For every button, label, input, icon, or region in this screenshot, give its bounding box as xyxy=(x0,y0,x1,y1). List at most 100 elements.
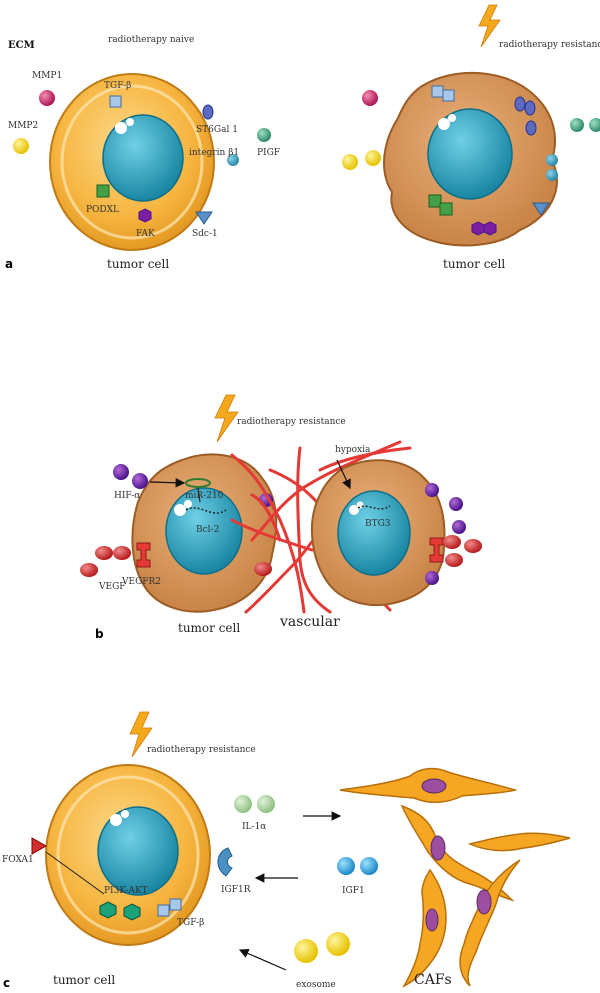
mmp2-label: MMP2 xyxy=(8,121,38,131)
radiotherapy-resistance-label-c: radiotherapy resistance xyxy=(147,745,256,755)
exosome-molecule xyxy=(294,939,318,963)
vegf-molecule xyxy=(464,539,482,553)
podxl-square xyxy=(96,184,110,198)
mmp2-molecule xyxy=(342,154,358,170)
igf1-molecule xyxy=(360,857,378,875)
cafs-label: CAFs xyxy=(414,972,452,988)
vegf-label: VEGF xyxy=(98,582,126,592)
panel-c: radiotherapy resistance FOXA1 PI3K-AKT T… xyxy=(2,711,571,990)
panel-b: radiotherapy resistance miR-210 Bcl-2 HI… xyxy=(80,394,482,641)
vegfr2-label: VEGFR2 xyxy=(121,577,161,587)
tumor-cell-label-c: tumor cell xyxy=(53,973,115,987)
st6gal1-molecule xyxy=(524,100,536,116)
integrin-molecule xyxy=(546,169,558,181)
hypoxia-label: hypoxia xyxy=(335,445,371,455)
vegf-molecule xyxy=(445,553,463,567)
vegf-molecule xyxy=(254,562,272,576)
sdc1-triangle xyxy=(532,202,550,216)
integrin-molecule xyxy=(227,154,239,166)
tgf-beta-square xyxy=(169,898,182,911)
cafs-cluster xyxy=(339,767,571,988)
mmp2-molecule xyxy=(365,150,381,166)
mmp1-label: MMP1 xyxy=(32,71,62,81)
panel-a: ECM radiotherapy naive MMP1 MMP2 TGF-β S… xyxy=(5,4,600,271)
il1a-molecule xyxy=(234,795,252,813)
caf-cell xyxy=(402,868,447,988)
caf-nucleus xyxy=(476,889,492,915)
pi3k-akt-hexagon xyxy=(123,903,141,921)
vascular-network xyxy=(230,440,412,614)
inhibition-line xyxy=(197,487,201,503)
lightning-icon xyxy=(214,394,239,443)
nucleolus xyxy=(115,122,127,134)
fak-label: FAK xyxy=(136,229,155,239)
hif-molecule xyxy=(449,497,463,511)
hif-molecule xyxy=(425,483,439,497)
st6gal1-label: ST6Gal 1 xyxy=(196,125,238,135)
nucleus-right xyxy=(337,490,411,576)
vascular-label: vascular xyxy=(279,614,340,630)
hif-arrow xyxy=(149,477,186,488)
tumor-cell-label-b: tumor cell xyxy=(178,621,240,635)
mir210-label: miR-210 xyxy=(185,491,224,501)
caf-cell xyxy=(467,832,571,852)
radiotherapy-resistance-label-b: radiotherapy resistance xyxy=(237,417,346,427)
pi3k-akt-hexagon xyxy=(99,901,117,919)
btg3-strand xyxy=(357,505,391,510)
vegf-molecule xyxy=(113,546,131,560)
nucleolus xyxy=(126,118,134,126)
panel-b-letter: b xyxy=(95,627,104,641)
naive-cytoplasm-highlight xyxy=(60,84,204,240)
fak-hexagon xyxy=(483,221,497,236)
mir210-ring xyxy=(185,478,211,488)
igf1-label: IGF1 xyxy=(342,886,365,896)
nucleolus xyxy=(438,118,450,130)
foxa1-triangle xyxy=(31,837,48,855)
st6gal1-molecule xyxy=(202,104,214,120)
fak-hexagon xyxy=(138,208,152,223)
vegf-molecule xyxy=(80,563,98,577)
panel-a-letter: a xyxy=(5,257,13,271)
integrin-molecule xyxy=(546,154,558,166)
fak-hexagon xyxy=(471,221,485,236)
pigf-molecule xyxy=(589,118,600,132)
exosome-label: exosome xyxy=(296,980,336,990)
hif-molecule xyxy=(113,464,129,480)
tgf-beta-square xyxy=(109,95,122,108)
integrin-label: integrin β1 xyxy=(189,148,239,158)
vegf-molecule xyxy=(443,535,461,549)
caf-nucleus xyxy=(430,835,446,861)
st6gal1-molecule xyxy=(525,120,537,136)
hif-molecule xyxy=(132,473,148,489)
exosome-arrow xyxy=(238,948,287,971)
vegfr2-receptor xyxy=(429,537,444,563)
il1a-label: IL-1α xyxy=(242,822,266,832)
foxa1-link xyxy=(45,851,105,895)
radiotherapy-resistance-label-a: radiotherapy resistance xyxy=(499,40,600,50)
lightning-icon xyxy=(129,711,153,758)
pigf-molecule xyxy=(257,128,271,142)
naive-nucleus xyxy=(102,114,184,202)
hypoxia-arrow xyxy=(336,459,351,490)
hif-molecule xyxy=(452,520,466,534)
nucleolus xyxy=(349,505,359,515)
lightning-icon xyxy=(478,4,501,48)
igf1r-receptor xyxy=(217,847,233,877)
vegfr2-receptor xyxy=(136,542,151,568)
nucleolus xyxy=(448,114,456,122)
tgf-beta-square xyxy=(431,85,444,98)
caf-nucleus xyxy=(425,908,439,932)
sdc1-triangle xyxy=(195,211,213,225)
tumor-cell-right-label: tumor cell xyxy=(443,257,505,271)
igf1r-label: IGF1R xyxy=(221,885,251,895)
nucleolus xyxy=(121,810,129,818)
pigf-label: PIGF xyxy=(257,148,280,158)
btg3-label: BTG3 xyxy=(365,519,391,529)
ecm-label: ECM xyxy=(8,40,35,51)
hif-label: HIF-α xyxy=(114,491,140,501)
bcl2-strand xyxy=(185,507,227,514)
sdc1-label: Sdc-1 xyxy=(192,229,218,239)
il1a-molecule xyxy=(257,795,275,813)
tgf-beta-label-c: TGF-β xyxy=(177,918,204,928)
